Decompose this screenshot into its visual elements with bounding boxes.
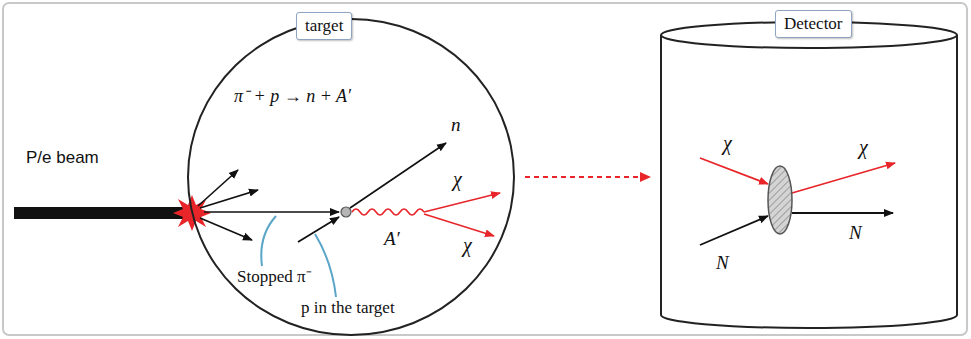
particle-label: A′ [383, 228, 401, 250]
interaction-vertex [341, 207, 351, 217]
outer-frame [3, 3, 967, 335]
reaction-equation: π⁻ + p → n + A′ [233, 86, 352, 107]
callout-label: p in the target [300, 298, 396, 318]
secondary-arrow [200, 218, 252, 240]
chi-arrow [424, 193, 500, 212]
neutron-arrow [350, 143, 446, 208]
beam-label: P/e beam [25, 148, 100, 168]
particle-label: N [848, 222, 863, 244]
secondary-arrow [198, 170, 238, 206]
scattering-blob [768, 166, 792, 234]
callout-label: Stopped π⁻ [236, 267, 313, 287]
pion-track [204, 211, 339, 213]
chi-arrow [700, 158, 768, 184]
node-heading: target [296, 12, 352, 40]
chi-arrow [424, 214, 494, 236]
detector-cylinder: Detector [660, 22, 958, 328]
secondary-arrow [200, 190, 258, 208]
particle-label: χ [722, 132, 733, 155]
leader-line [315, 234, 336, 297]
cylinder-outline [661, 22, 957, 328]
particle-label: χ [462, 234, 473, 257]
dashed-arrow [525, 176, 650, 178]
chi-arrow [792, 163, 895, 193]
leader-line [261, 216, 276, 266]
node-heading: Detector [775, 10, 852, 38]
cylinder-outline [660, 22, 958, 328]
beam [14, 207, 192, 219]
particle-label: n [450, 114, 462, 136]
target-circle: target [187, 18, 515, 336]
particle-label: N [715, 252, 730, 274]
particle-label: χ [858, 136, 869, 159]
nucleon-arrow [700, 216, 768, 245]
nucleon-arrow [792, 212, 893, 214]
dark-photon-wave [352, 209, 424, 215]
particle-label: χ [452, 168, 463, 191]
